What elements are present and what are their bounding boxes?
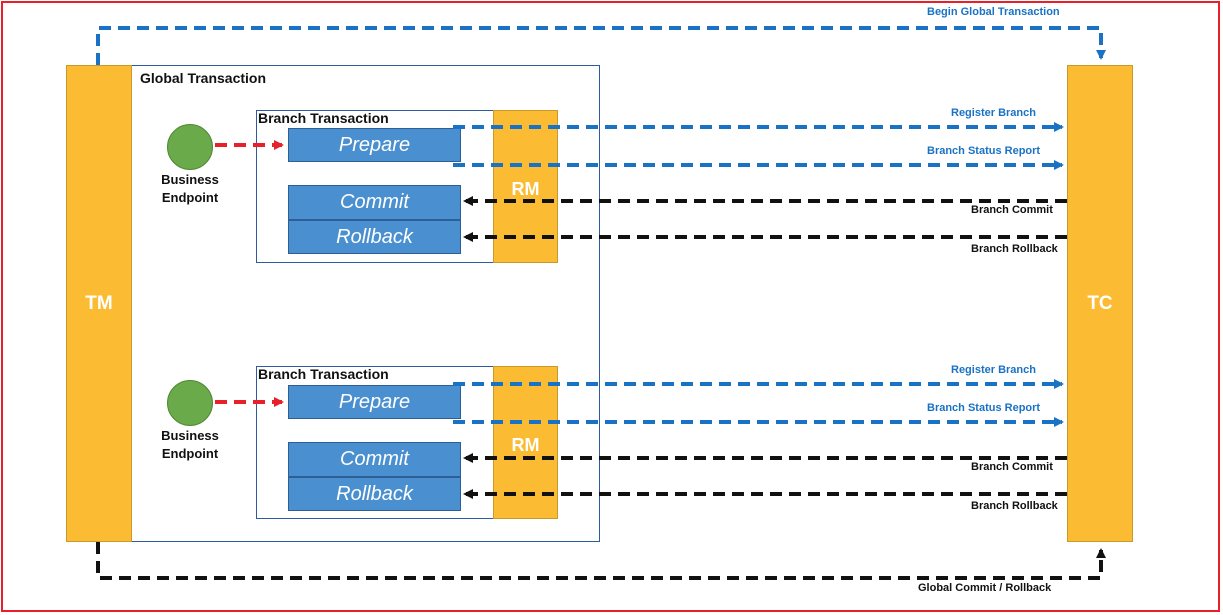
branch-status-report-label: Branch Status Report: [927, 402, 1041, 414]
branch-transaction-label: Branch Transaction: [258, 366, 389, 382]
branch-commit-label: Branch Commit: [971, 204, 1053, 216]
prepare-step: Prepare: [288, 385, 461, 419]
branch-commit-label: Branch Commit: [971, 461, 1053, 473]
business-endpoint-label: Business Endpoint: [150, 427, 230, 463]
tc-label: TC: [1087, 292, 1113, 314]
tm-bar: TM: [66, 65, 132, 542]
commit-step: Commit: [288, 442, 461, 477]
branch-status-report-label: Branch Status Report: [927, 145, 1041, 157]
business-endpoint-icon: [167, 380, 213, 426]
tc-bar: TC: [1067, 65, 1133, 542]
register-branch-label: Register Branch: [951, 107, 1036, 119]
tm-label: TM: [85, 292, 113, 314]
business-endpoint-line2: Endpoint: [161, 446, 219, 461]
prepare-step: Prepare: [288, 128, 461, 162]
register-branch-label: Register Branch: [951, 364, 1036, 376]
rollback-step: Rollback: [288, 477, 461, 511]
branch-transaction-label: Branch Transaction: [258, 110, 389, 126]
commit-step: Commit: [288, 185, 461, 220]
begin-global-transaction-arrow: [96, 26, 1106, 65]
rm-label: RM: [511, 435, 540, 455]
rm-label: RM: [511, 179, 540, 199]
global-transaction-label: Global Transaction: [140, 70, 267, 86]
begin-global-transaction-label: Begin Global Transaction: [927, 6, 1060, 18]
business-endpoint-line2: Endpoint: [161, 190, 219, 205]
business-endpoint-line1: Business: [161, 172, 219, 187]
branch-rollback-label: Branch Rollback: [971, 243, 1058, 255]
rollback-step: Rollback: [288, 220, 461, 254]
business-endpoint-icon: [167, 124, 213, 170]
branch-rollback-label: Branch Rollback: [971, 500, 1058, 512]
business-endpoint-label: Business Endpoint: [150, 171, 230, 207]
business-endpoint-line1: Business: [161, 428, 219, 443]
global-commit-rollback-label: Global Commit / Rollback: [918, 582, 1052, 594]
global-commit-rollback-arrow: [96, 542, 1106, 580]
